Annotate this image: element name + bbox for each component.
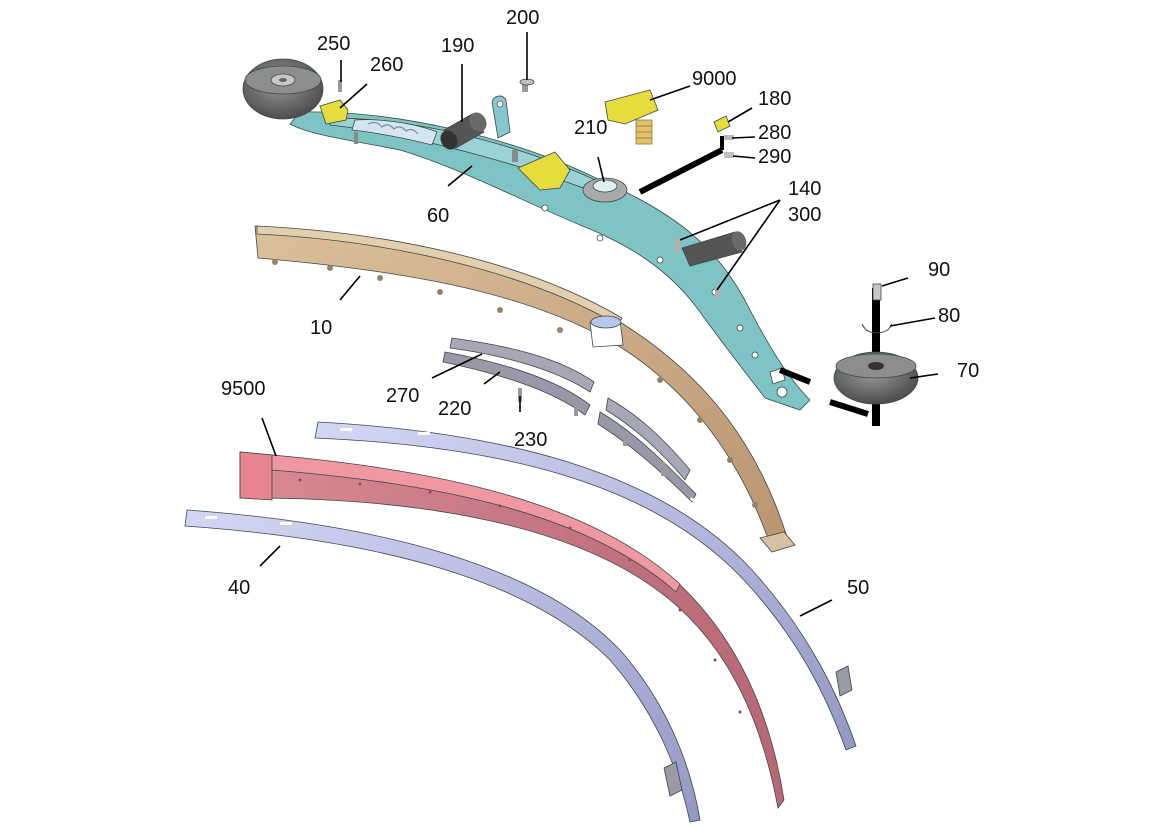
callout-9000: 9000: [692, 68, 737, 90]
callout-270: 270: [386, 385, 419, 407]
callout-9500: 9500: [221, 378, 266, 400]
wheel-assembly-part: [833, 283, 919, 426]
callout-300: 300: [788, 204, 821, 226]
bracket-part: [319, 99, 349, 125]
callout-190: 190: [441, 35, 474, 57]
rear-blade-part: [314, 421, 857, 751]
bolt-part: [519, 78, 535, 92]
callout-230: 230: [514, 429, 547, 451]
callout-10: 10: [310, 317, 332, 339]
side-roller-part: [681, 231, 747, 267]
callout-50: 50: [847, 577, 869, 599]
support-rods: [638, 136, 869, 417]
top-wheel-part: [242, 58, 324, 120]
callout-280: 280: [758, 122, 791, 144]
front-blade-part: [184, 509, 701, 823]
callout-70: 70: [957, 360, 979, 382]
callout-80: 80: [938, 305, 960, 327]
base-plate-part: [254, 225, 796, 553]
callout-90: 90: [928, 259, 950, 281]
front-squeegee-part: [239, 451, 785, 809]
spring-latch-part: [604, 89, 659, 145]
callout-250: 250: [317, 33, 350, 55]
callout-260: 260: [370, 54, 403, 76]
callout-40: 40: [228, 577, 250, 599]
small-fastener-set: [713, 115, 734, 158]
callout-220: 220: [438, 398, 471, 420]
part-callouts: 250 260 190 200 9000 180 210 280 290 60 …: [221, 7, 979, 599]
callout-200: 200: [506, 7, 539, 29]
callout-60: 60: [427, 205, 449, 227]
clamp-plates-part: [442, 337, 697, 503]
clamp-screws-part: [518, 388, 665, 476]
callout-140: 140: [788, 178, 821, 200]
leader-lines: [259, 32, 939, 617]
callout-180: 180: [758, 88, 791, 110]
callout-210: 210: [574, 117, 607, 139]
screw-part: [338, 80, 342, 92]
callout-290: 290: [758, 146, 791, 168]
latch-on-frame-part: [517, 151, 571, 191]
ring-part: [582, 177, 628, 203]
